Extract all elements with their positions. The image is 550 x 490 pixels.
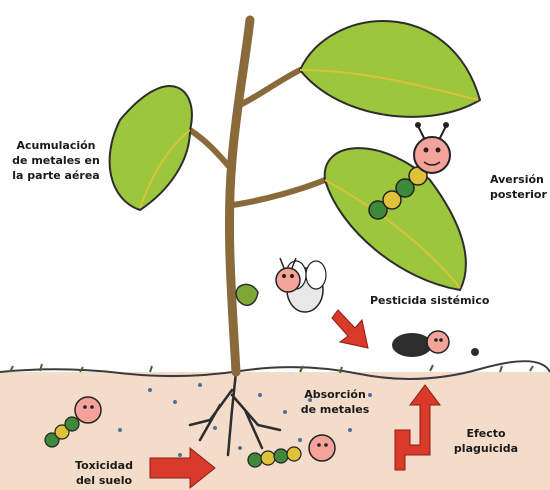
branch-right-top bbox=[240, 70, 300, 105]
arrow-pesticide bbox=[332, 310, 368, 348]
label-effect: Efecto plaguicida bbox=[446, 426, 526, 456]
leaf-left bbox=[110, 86, 192, 210]
leaf-right-mid bbox=[325, 148, 466, 290]
branch-left bbox=[190, 130, 232, 170]
fly-insect bbox=[276, 258, 326, 312]
label-absorption: Absorción de metales bbox=[292, 387, 378, 417]
label-toxicity: Toxicidad del suelo bbox=[60, 458, 148, 488]
stem bbox=[229, 20, 250, 372]
branch-right-mid bbox=[233, 180, 325, 205]
leaf-top-right bbox=[300, 21, 480, 117]
label-accumulation: Acumulación de metales en la parte aérea bbox=[0, 138, 112, 183]
label-aversion: Aversión posterior bbox=[490, 172, 550, 202]
label-pesticide: Pesticida sistémico bbox=[370, 293, 510, 308]
beetle-on-ground bbox=[392, 331, 479, 357]
leaf-low bbox=[236, 284, 258, 305]
